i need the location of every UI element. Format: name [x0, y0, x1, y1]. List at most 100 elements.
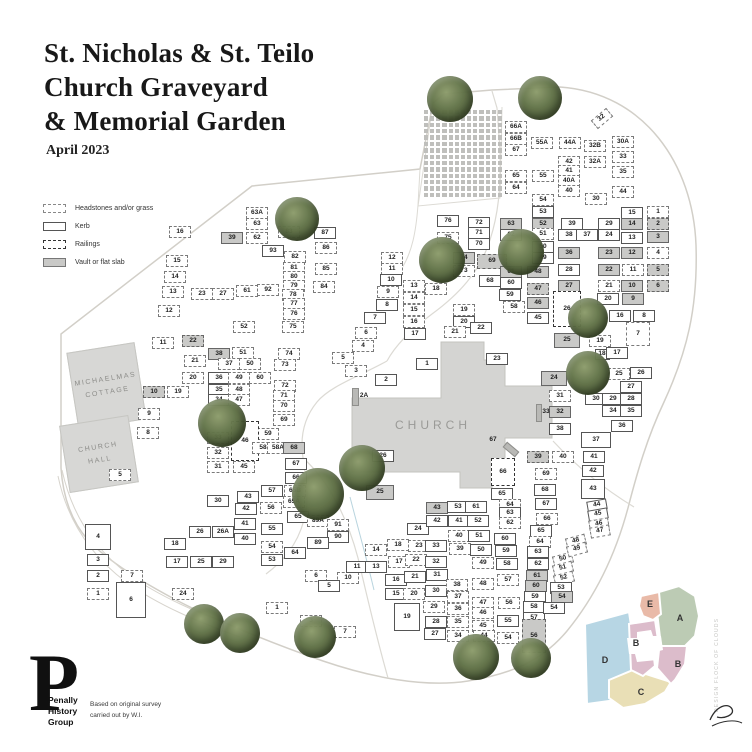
- plot-6: 6: [305, 570, 327, 582]
- plot-35: 35: [612, 166, 634, 178]
- memorial-plot-cell: [485, 110, 490, 115]
- plot-37: 37: [447, 591, 469, 603]
- plot-86: 86: [315, 242, 337, 254]
- plot-6: 6: [647, 280, 669, 292]
- inset-section-A: [655, 584, 701, 647]
- legend-label: Railings: [75, 240, 100, 248]
- plot-32: 32: [207, 447, 229, 459]
- plot-21: 21: [444, 326, 466, 338]
- penally-logo-text: Penally History Group: [48, 695, 78, 728]
- memorial-plot-cell: [430, 154, 435, 159]
- plot-10: 10: [380, 274, 402, 286]
- plot-41: 41: [234, 518, 256, 530]
- plot-92: 92: [257, 284, 279, 296]
- memorial-plot-cell: [448, 186, 453, 191]
- plot-13: 13: [621, 232, 643, 244]
- memorial-plot-cell: [473, 173, 478, 178]
- memorial-plot-cell: [430, 141, 435, 147]
- plot-40: 40: [552, 451, 574, 463]
- plot-60: 60: [494, 533, 516, 545]
- plot-41: 41: [558, 165, 580, 177]
- plot-13: 13: [403, 280, 425, 292]
- memorial-plot-cell: [424, 135, 429, 140]
- memorial-plot-cell: [473, 192, 478, 197]
- plot-57: 57: [261, 485, 283, 497]
- plot-19: 19: [394, 603, 420, 631]
- memorial-plot-cell: [467, 122, 472, 128]
- plot-52: 52: [233, 321, 255, 333]
- memorial-plot-cell: [430, 167, 435, 172]
- memorial-plot-cell: [430, 192, 435, 197]
- memorial-plot-cell: [485, 141, 490, 147]
- plot-62: 62: [246, 232, 268, 244]
- memorial-plot-cell: [479, 173, 484, 178]
- memorial-plot-cell: [424, 167, 429, 172]
- survey-credit: Based on original survey carried out by …: [90, 701, 162, 720]
- plot-58: 58: [503, 301, 525, 313]
- memorial-plot-cell: [424, 154, 429, 159]
- memorial-plot-cell: [479, 116, 484, 121]
- memorial-plot-cell: [479, 129, 484, 134]
- memorial-plot-cell: [430, 173, 435, 178]
- tree-icon: [518, 76, 562, 120]
- plot-90: 90: [327, 531, 349, 543]
- plot-55: 55: [497, 615, 519, 627]
- plot-61: 61: [236, 285, 258, 297]
- plot-6: 6: [116, 582, 146, 618]
- plot-10: 10: [337, 572, 359, 584]
- plot-65: 65: [505, 170, 527, 182]
- plot-8: 8: [137, 427, 159, 439]
- plot-45: 45: [233, 461, 255, 473]
- plot-15: 15: [166, 255, 188, 267]
- memorial-plot-cell: [454, 122, 459, 128]
- plot-36: 36: [447, 603, 469, 615]
- plot-9: 9: [622, 293, 644, 305]
- plot-68: 68: [479, 275, 501, 287]
- plot-2: 2: [647, 218, 669, 230]
- plot-5: 5: [332, 352, 354, 364]
- memorial-plot-cell: [430, 129, 435, 134]
- plot-70: 70: [468, 238, 490, 250]
- memorial-plot-cell: [460, 179, 466, 185]
- memorial-plot-cell: [497, 154, 502, 159]
- vault-swatch: [43, 257, 66, 267]
- memorial-plot-cell: [448, 192, 453, 197]
- memorial-plot-cell: [485, 173, 490, 178]
- plot-64: 64: [505, 182, 527, 194]
- plot-49: 49: [472, 557, 494, 569]
- plot-13: 13: [162, 286, 184, 298]
- path-east: [552, 440, 635, 508]
- plot-31: 31: [549, 390, 571, 402]
- memorial-plot-cell: [473, 148, 478, 153]
- plot-38: 38: [446, 579, 468, 591]
- plot-30A: 30A: [612, 136, 634, 148]
- plot-3: 3: [647, 231, 669, 243]
- plot-25: 25: [554, 332, 580, 348]
- memorial-plot-cell: [479, 148, 484, 153]
- plot-3: 3: [345, 365, 367, 377]
- plot-63: 63: [527, 546, 549, 558]
- memorial-plot-cell: [442, 122, 447, 128]
- penally-logo-initial: P: [29, 637, 80, 728]
- plot-70: 70: [273, 400, 295, 412]
- plot-69: 69: [535, 468, 557, 480]
- memorial-plot-cell: [467, 179, 472, 185]
- plot-13: 13: [365, 561, 387, 573]
- tree-icon: [566, 351, 610, 395]
- memorial-plot-cell: [448, 122, 453, 128]
- memorial-plot-cell: [442, 179, 447, 185]
- tree-icon: [427, 76, 473, 122]
- memorial-plot-cell: [491, 160, 496, 166]
- plot-20: 20: [182, 372, 204, 384]
- memorial-plot-cell: [448, 154, 453, 159]
- path-west: [265, 360, 388, 575]
- memorial-plot-cell: [497, 148, 502, 153]
- plot-26A: 26A: [212, 526, 234, 538]
- graveyard-boundary: [60, 86, 697, 684]
- plot-7: 7: [626, 322, 650, 346]
- memorial-plot-cell: [454, 135, 459, 140]
- plot-60: 60: [500, 277, 522, 289]
- plot-21: 21: [404, 571, 426, 583]
- memorial-plot-cell: [460, 186, 466, 191]
